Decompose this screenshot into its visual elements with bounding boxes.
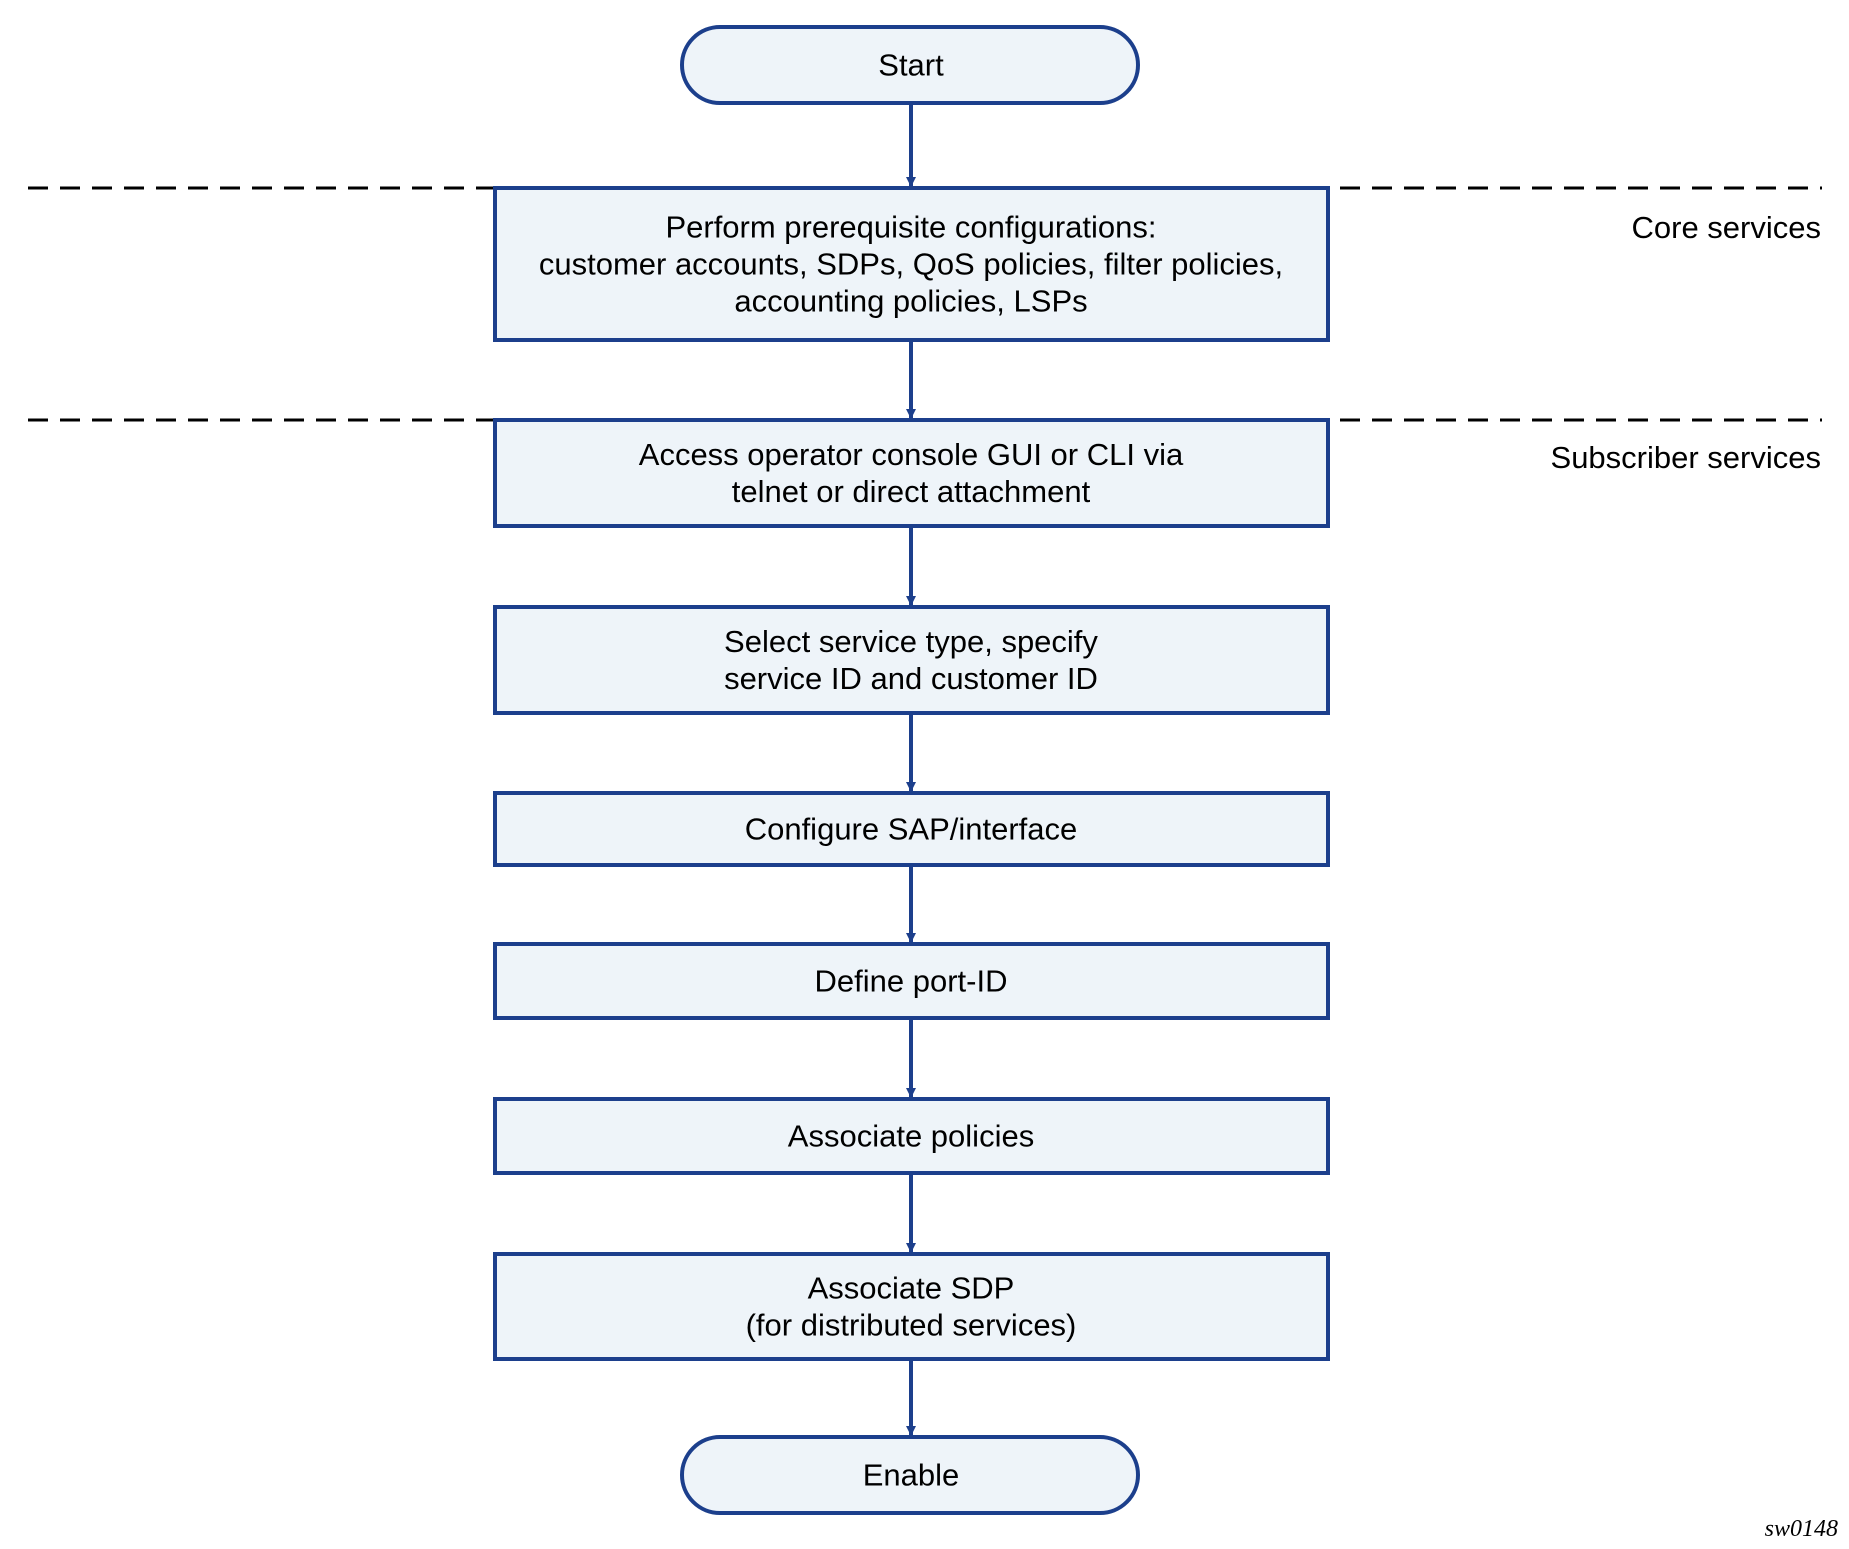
step-sap-text: Configure SAP/interface xyxy=(745,812,1078,847)
step-sdp-text: Associate SDP xyxy=(808,1271,1015,1306)
step-port-text: Define port-ID xyxy=(815,964,1008,999)
process-box xyxy=(493,942,1330,1020)
step-sap: Configure SAP/interface xyxy=(493,791,1330,867)
step-policies: Associate policies xyxy=(493,1097,1330,1175)
step-access-text: Access operator console GUI or CLI via xyxy=(639,437,1184,472)
step-policies-text: Associate policies xyxy=(788,1119,1034,1154)
process-box xyxy=(493,791,1330,867)
step-start: Start xyxy=(680,25,1140,105)
process-box xyxy=(493,1252,1330,1361)
step-access-text: telnet or direct attachment xyxy=(732,474,1091,509)
step-enable: Enable xyxy=(680,1435,1140,1515)
step-select-text: Select service type, specify xyxy=(724,624,1098,659)
step-sdp: Associate SDP(for distributed services) xyxy=(493,1252,1330,1361)
terminator-shape xyxy=(680,1435,1140,1515)
step-access: Access operator console GUI or CLI viate… xyxy=(493,418,1330,528)
step-select-text: service ID and customer ID xyxy=(724,661,1098,696)
region-label-subscriber-services: Subscriber services xyxy=(1551,440,1821,475)
step-start-text: Start xyxy=(878,48,944,83)
process-box xyxy=(493,418,1330,528)
step-enable-text: Enable xyxy=(863,1458,960,1493)
step-prereq-text: customer accounts, SDPs, QoS policies, f… xyxy=(539,247,1283,282)
region-label-core-services: Core services xyxy=(1632,210,1822,245)
process-box xyxy=(493,605,1330,715)
process-box xyxy=(493,1097,1330,1175)
step-prereq-text: Perform prerequisite configurations: xyxy=(665,210,1156,245)
step-port: Define port-ID xyxy=(493,942,1330,1020)
step-prereq: Perform prerequisite configurations:cust… xyxy=(493,186,1330,342)
step-sdp-text: (for distributed services) xyxy=(746,1308,1077,1343)
figure-id: sw0148 xyxy=(1765,1516,1838,1542)
process-box xyxy=(493,186,1330,342)
terminator-shape xyxy=(680,25,1140,105)
step-prereq-text: accounting policies, LSPs xyxy=(734,284,1087,319)
